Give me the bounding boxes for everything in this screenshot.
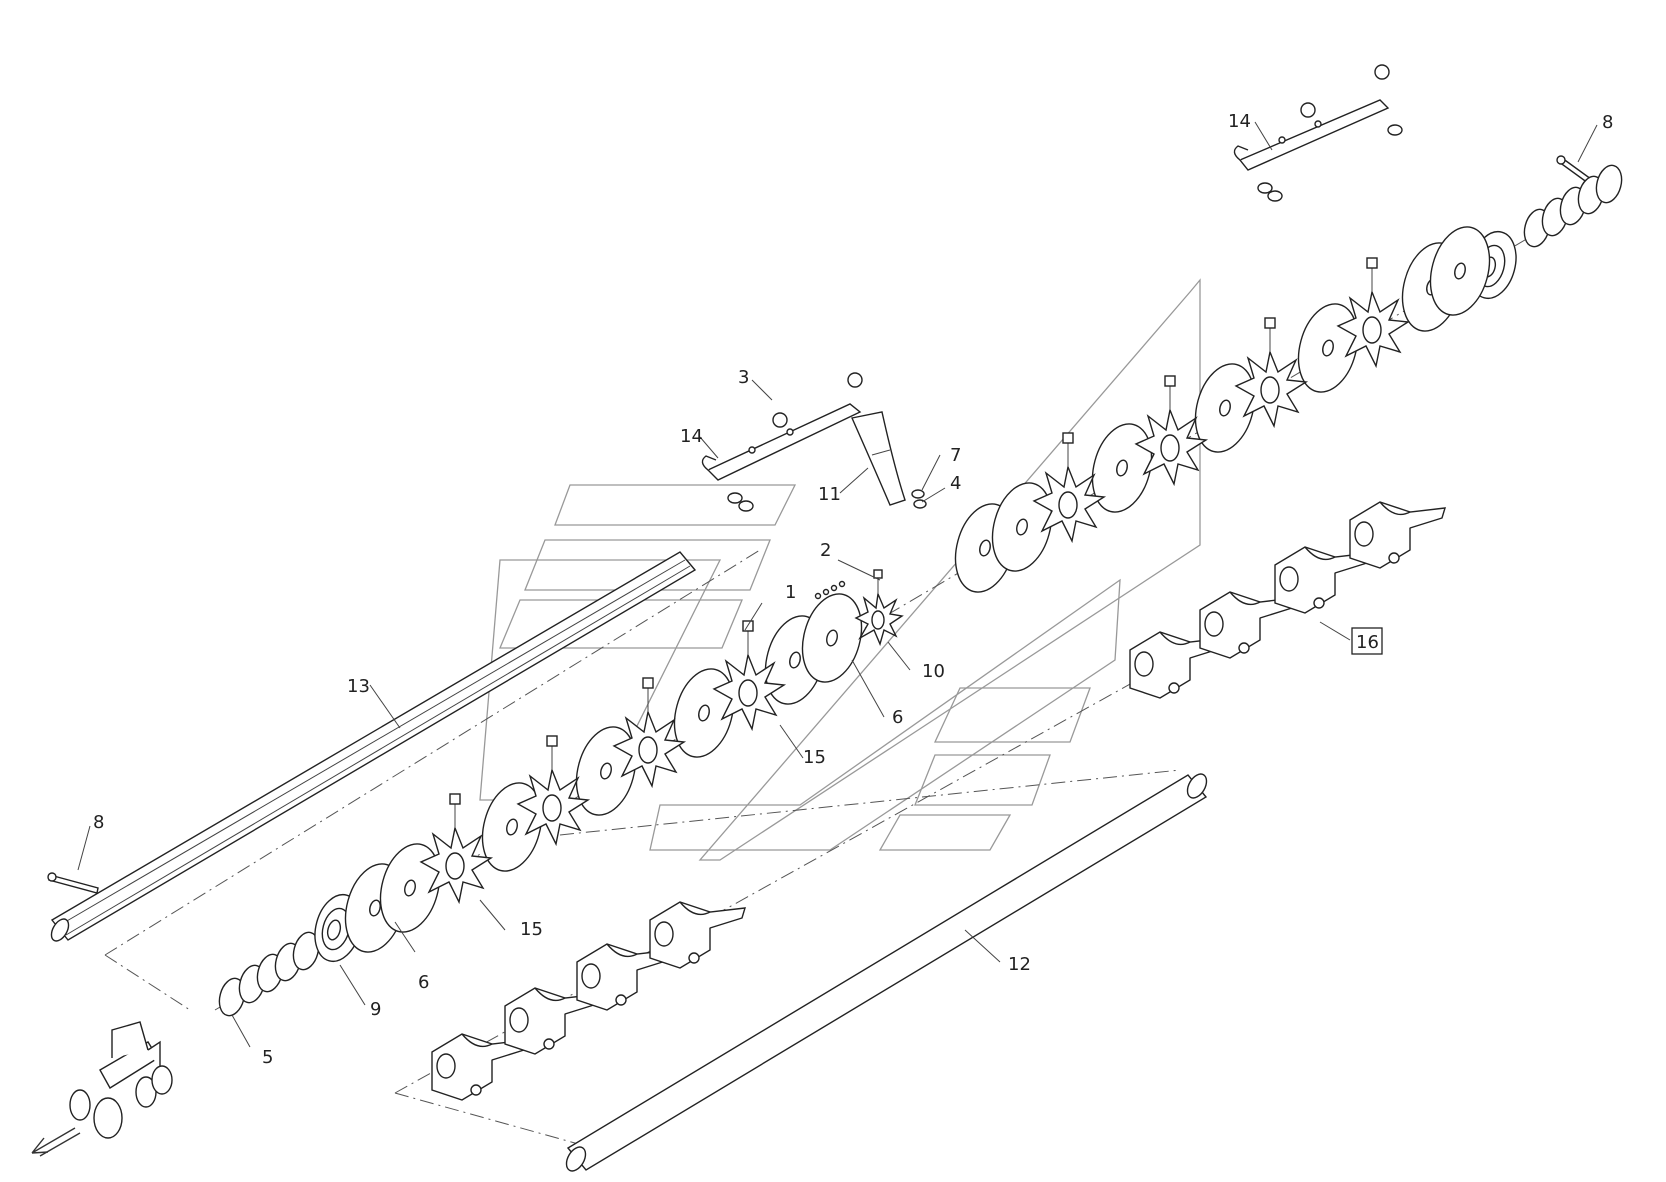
label-9: 9 bbox=[370, 999, 381, 1020]
disc bbox=[1429, 226, 1491, 316]
label-14-middle: 14 bbox=[680, 426, 703, 447]
label-10: 10 bbox=[922, 661, 945, 682]
scraper-11 bbox=[851, 411, 906, 506]
bracket-14-top bbox=[1233, 64, 1403, 202]
label-6-upper: 6 bbox=[892, 707, 903, 728]
label-8-left: 8 bbox=[93, 812, 104, 833]
spacer-rings-right bbox=[1523, 164, 1623, 248]
disc bbox=[379, 843, 441, 933]
label-8-right: 8 bbox=[1602, 112, 1613, 133]
star-sprocket bbox=[1032, 432, 1107, 544]
holder-block bbox=[1349, 501, 1446, 569]
label-2: 2 bbox=[820, 540, 831, 561]
label-3: 3 bbox=[738, 367, 749, 388]
shaft-13 bbox=[50, 551, 697, 942]
star-sprocket bbox=[712, 620, 787, 732]
label-16: 16 bbox=[1356, 632, 1379, 653]
label-15-lower: 15 bbox=[520, 919, 543, 940]
star-sprocket-small bbox=[854, 569, 904, 647]
pin-8-left bbox=[47, 872, 99, 894]
label-1: 1 bbox=[785, 582, 796, 603]
star-sprocket bbox=[419, 793, 494, 905]
bracket-14-middle bbox=[701, 372, 863, 512]
nuts-7-4 bbox=[911, 489, 927, 509]
holder-block bbox=[504, 987, 601, 1055]
tractor-icon bbox=[69, 1021, 173, 1139]
holder-block bbox=[576, 943, 673, 1011]
star-sprockets bbox=[419, 257, 1411, 905]
label-7: 7 bbox=[950, 445, 961, 466]
star-sprocket bbox=[1134, 375, 1209, 487]
label-13: 13 bbox=[347, 676, 370, 697]
label-4: 4 bbox=[950, 473, 961, 494]
leader-lines bbox=[77, 121, 1598, 1048]
disc bbox=[801, 593, 863, 683]
star-sprocket bbox=[1234, 317, 1309, 429]
label-5: 5 bbox=[262, 1047, 273, 1068]
label-16-box bbox=[1351, 627, 1383, 655]
holder-block bbox=[1274, 546, 1371, 614]
key-pieces-2 bbox=[814, 580, 846, 600]
label-12: 12 bbox=[1008, 954, 1031, 975]
holder-blocks-upper bbox=[1129, 501, 1446, 699]
direction-arrow-icon bbox=[31, 1127, 81, 1157]
star-sprocket bbox=[612, 677, 687, 789]
holder-block bbox=[649, 901, 746, 969]
holder-block bbox=[431, 1033, 528, 1101]
label-15-upper: 15 bbox=[803, 747, 826, 768]
disc bbox=[1091, 423, 1153, 513]
holder-blocks-lower bbox=[431, 901, 746, 1101]
part-labels: 1 2 3 4 5 6 6 7 8 8 9 10 11 12 13 14 14 … bbox=[93, 111, 1613, 1068]
label-14-top: 14 bbox=[1228, 111, 1251, 132]
star-sprocket bbox=[1336, 257, 1411, 369]
disc bbox=[991, 482, 1053, 572]
label-11: 11 bbox=[818, 484, 841, 505]
label-6-lower: 6 bbox=[418, 972, 429, 993]
tube-12 bbox=[565, 773, 1208, 1172]
star-sprocket bbox=[516, 735, 591, 847]
spacer-rings-5-left bbox=[218, 931, 320, 1017]
